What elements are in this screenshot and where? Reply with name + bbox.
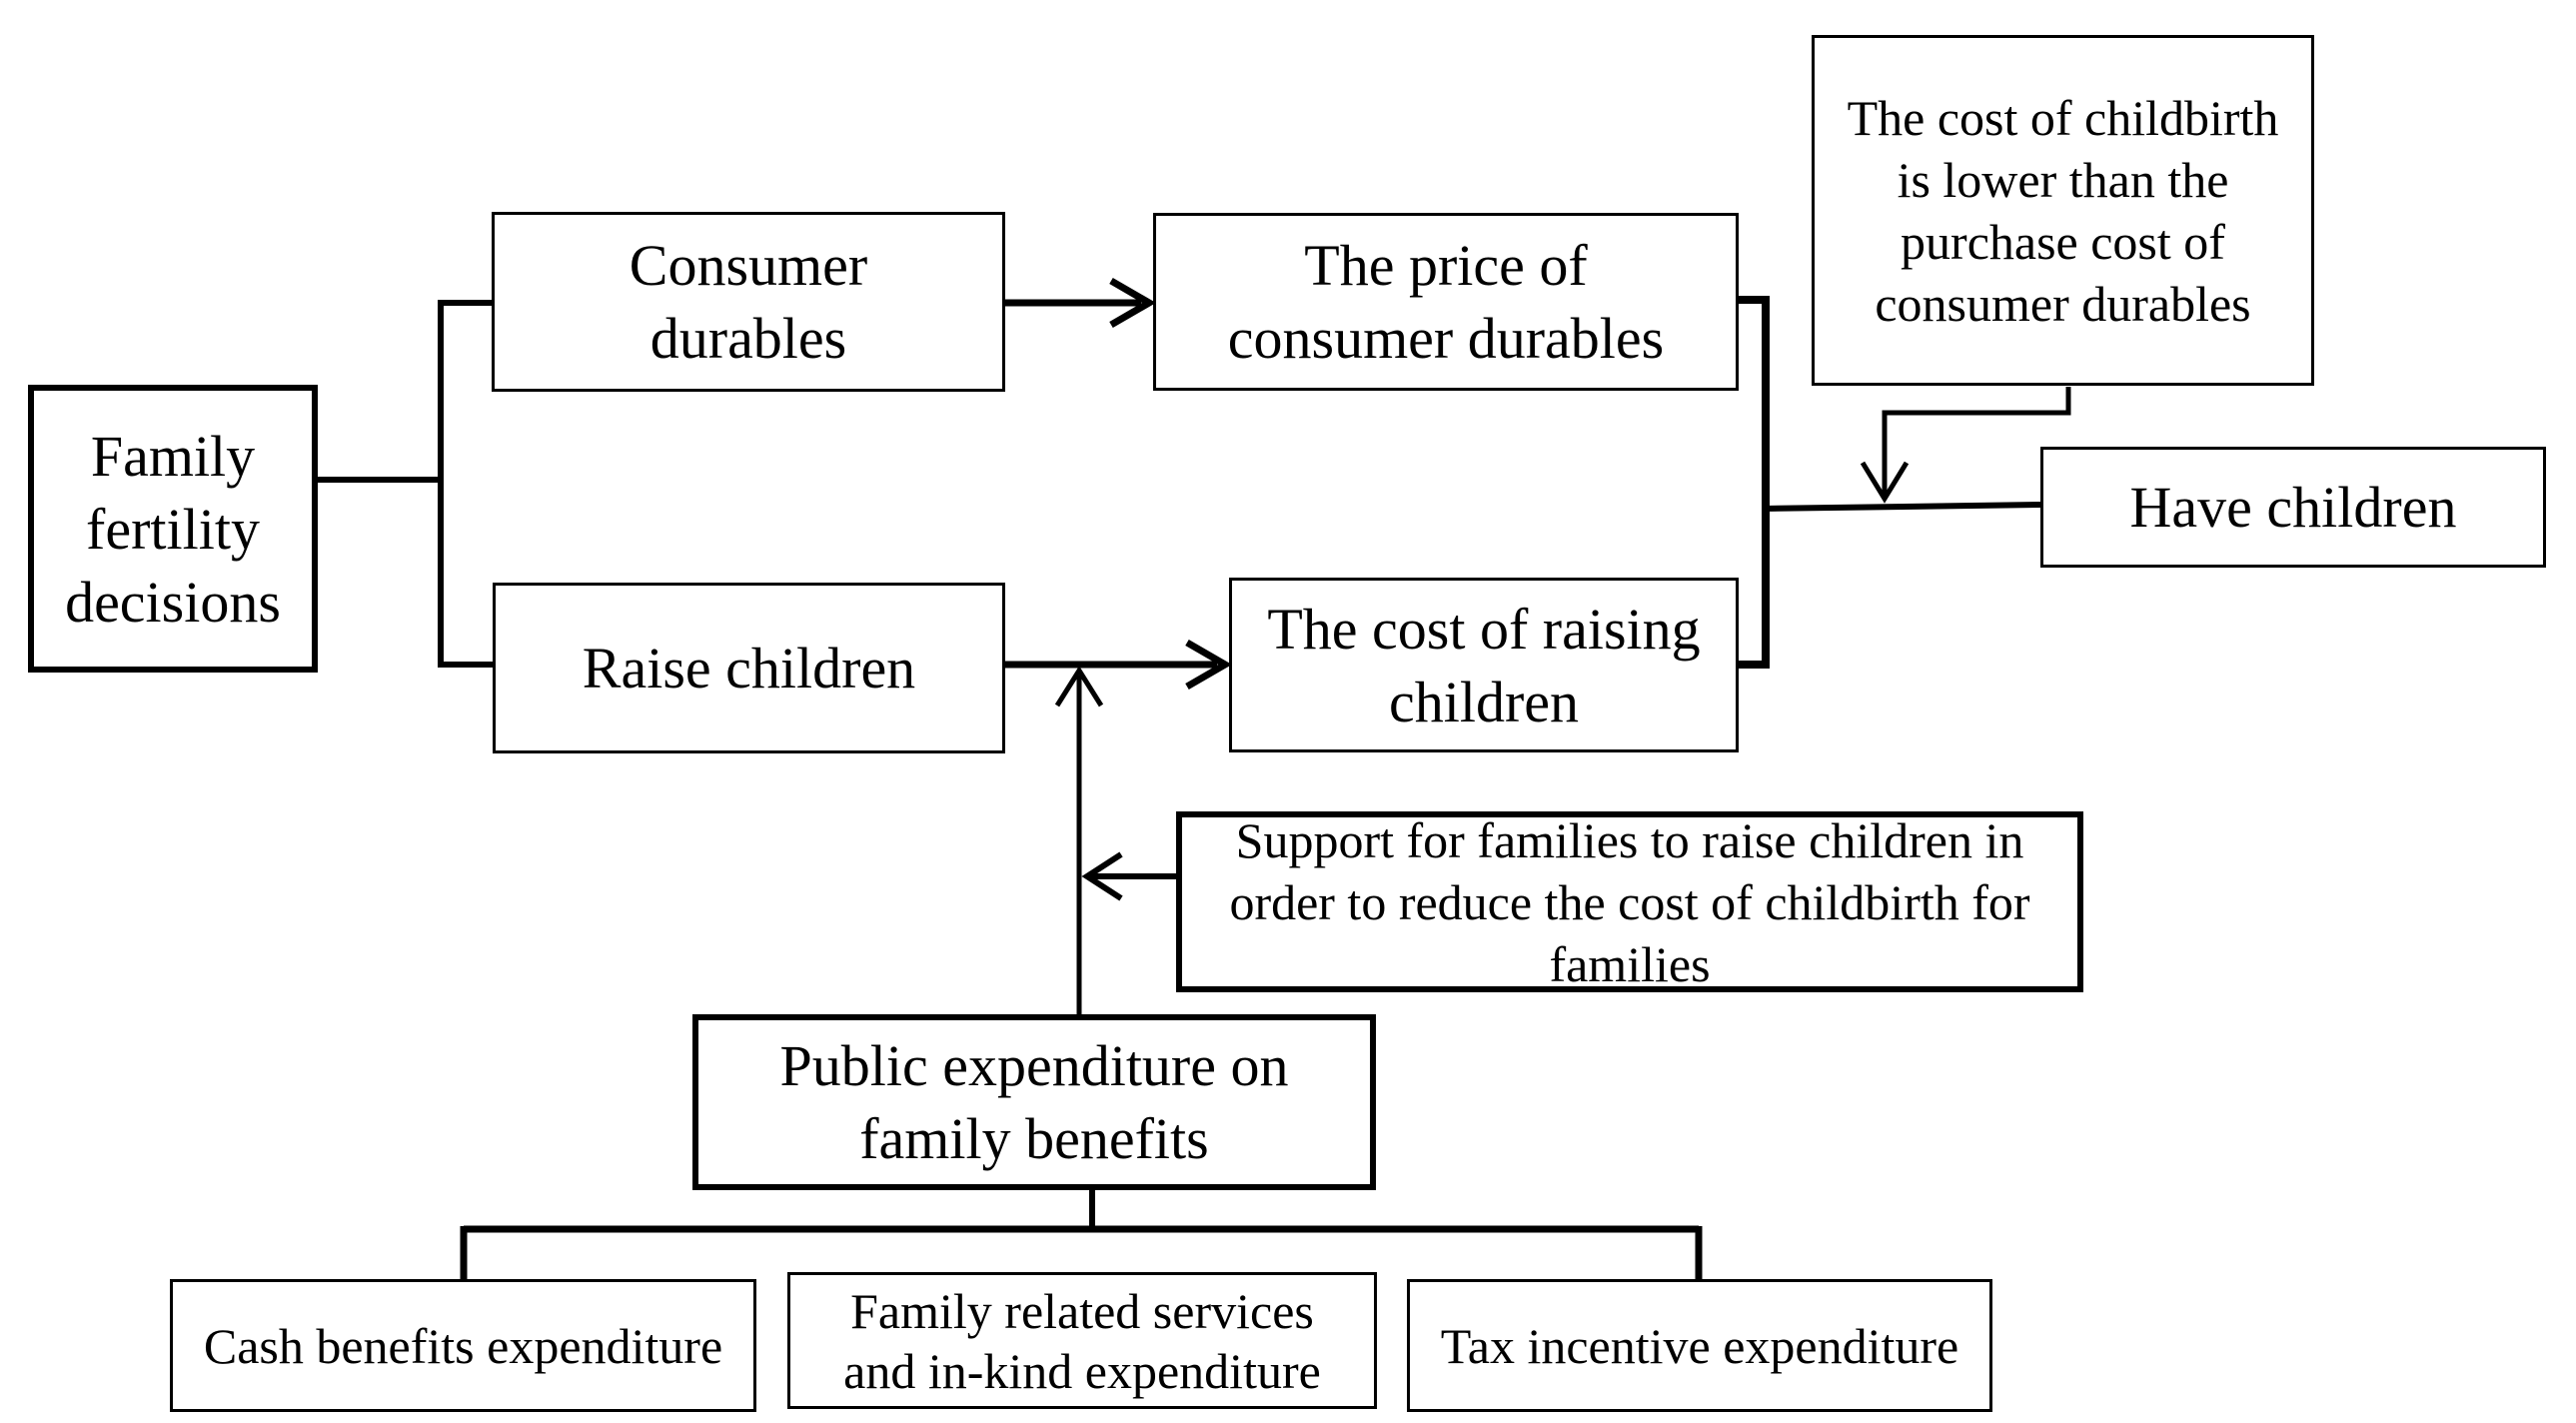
connector-bracket xyxy=(1739,296,1770,669)
node-cost-of-raising-children: The cost of raising children xyxy=(1229,578,1739,752)
node-label: Family related services and in-kind expe… xyxy=(843,1282,1321,1399)
node-label: Family fertility decisions xyxy=(65,423,281,635)
node-label: Tax incentive expenditure xyxy=(1440,1317,1959,1374)
node-public-expenditure: Public expenditure on family benefits xyxy=(692,1014,1376,1190)
node-support-for-families: Support for families to raise children i… xyxy=(1176,811,2083,992)
node-label: The cost of childbirth is lower than the… xyxy=(1847,89,2279,332)
node-label: The price of consumer durables xyxy=(1227,233,1665,371)
connector-bracket-to-have-children xyxy=(1762,502,2043,512)
arrow-condition-head xyxy=(1860,461,1910,504)
node-family-fertility-decisions: Family fertility decisions xyxy=(28,385,318,673)
node-label: Cash benefits expenditure xyxy=(203,1317,723,1374)
node-label: Consumer durables xyxy=(629,233,868,371)
arrow-raise-to-cost-head xyxy=(1185,639,1232,691)
node-family-related-services: Family related services and in-kind expe… xyxy=(787,1272,1377,1409)
node-childbirth-cost-condition: The cost of childbirth is lower than the… xyxy=(1812,35,2314,386)
arrow-condition-elbow xyxy=(1882,387,2071,496)
node-label: The cost of raising children xyxy=(1267,596,1701,734)
node-tax-incentive-expenditure: Tax incentive expenditure xyxy=(1407,1279,1992,1412)
arrow-public-to-raise-head xyxy=(1054,666,1104,708)
node-have-children: Have children xyxy=(2040,447,2546,568)
node-label: Raise children xyxy=(582,636,916,701)
node-label: Public expenditure on family benefits xyxy=(779,1033,1289,1171)
node-consumer-durables: Consumer durables xyxy=(492,212,1005,392)
node-cash-benefits-expenditure: Cash benefits expenditure xyxy=(170,1279,756,1412)
node-price-of-consumer-durables: The price of consumer durables xyxy=(1153,213,1739,391)
arrow-consumer-to-price-head xyxy=(1109,277,1156,329)
node-label: Support for families to raise children i… xyxy=(1229,811,2030,992)
node-raise-children: Raise children xyxy=(493,583,1005,753)
arrow-support-to-stem-head xyxy=(1081,851,1123,901)
node-label: Have children xyxy=(2129,475,2457,540)
